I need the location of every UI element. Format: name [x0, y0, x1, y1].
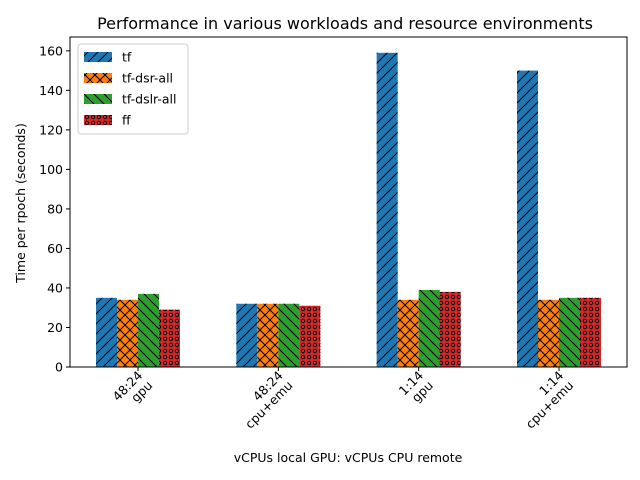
legend-swatch-hatch-ff	[84, 115, 112, 125]
bar-hatch-tf-1	[236, 303, 258, 367]
y-tick-label: 100	[39, 162, 63, 177]
y-tick-label: 140	[39, 83, 63, 98]
bar-hatch-tf-dslr-all-3	[559, 297, 580, 367]
legend-swatch-hatch-tf-dsr-all	[84, 73, 112, 83]
y-tick-label: 160	[39, 43, 63, 58]
legend: tf tf-dsr-all tf-dslr-all ff	[77, 43, 189, 135]
y-tick-label: 60	[47, 241, 63, 256]
bar-hatch-tf-0	[96, 297, 117, 367]
y-tick-label: 80	[47, 201, 63, 216]
bar-hatch-tf-dsr-all-2	[397, 299, 419, 367]
bar-hatch-tf-dslr-all-0	[138, 293, 159, 367]
bar-hatch-tf-dsr-all-1	[257, 303, 279, 367]
bar-hatch-ff-3	[580, 297, 601, 367]
legend-swatch-hatch-tf	[84, 52, 112, 62]
y-tick-label: 40	[47, 280, 63, 295]
chart-title: Performance in various workloads and res…	[97, 14, 593, 33]
bar-hatch-tf-dslr-all-2	[418, 289, 440, 367]
bar-hatch-tf-3	[517, 70, 538, 368]
legend-label-tf-dslr-all: tf-dslr-all	[122, 92, 177, 107]
y-axis-label: Time per rpoch (seconds)	[13, 123, 28, 284]
bar-hatch-tf-dsr-all-0	[117, 299, 138, 367]
bar-hatch-ff-2	[439, 291, 461, 367]
bar-hatch-tf-dsr-all-3	[538, 299, 559, 367]
legend-label-tf: tf	[122, 50, 132, 65]
legend-swatch-hatch-tf-dslr-all	[84, 94, 112, 104]
bar-hatch-ff-0	[159, 309, 180, 367]
plot-frame	[69, 36, 628, 368]
legend-box	[77, 43, 189, 135]
bar-hatch-ff-1	[299, 305, 321, 367]
y-tick-label: 0	[55, 360, 63, 375]
legend-label-ff: ff	[122, 113, 131, 128]
x-axis-label: vCPUs local GPU: vCPUs CPU remote	[234, 450, 463, 465]
bar-hatch-tf-2	[376, 52, 398, 368]
legend-label-tf-dsr-all: tf-dsr-all	[122, 71, 173, 86]
y-tick-label: 120	[39, 122, 63, 137]
y-tick-label: 20	[47, 320, 63, 335]
bar-hatch-tf-dslr-all-1	[278, 303, 300, 367]
